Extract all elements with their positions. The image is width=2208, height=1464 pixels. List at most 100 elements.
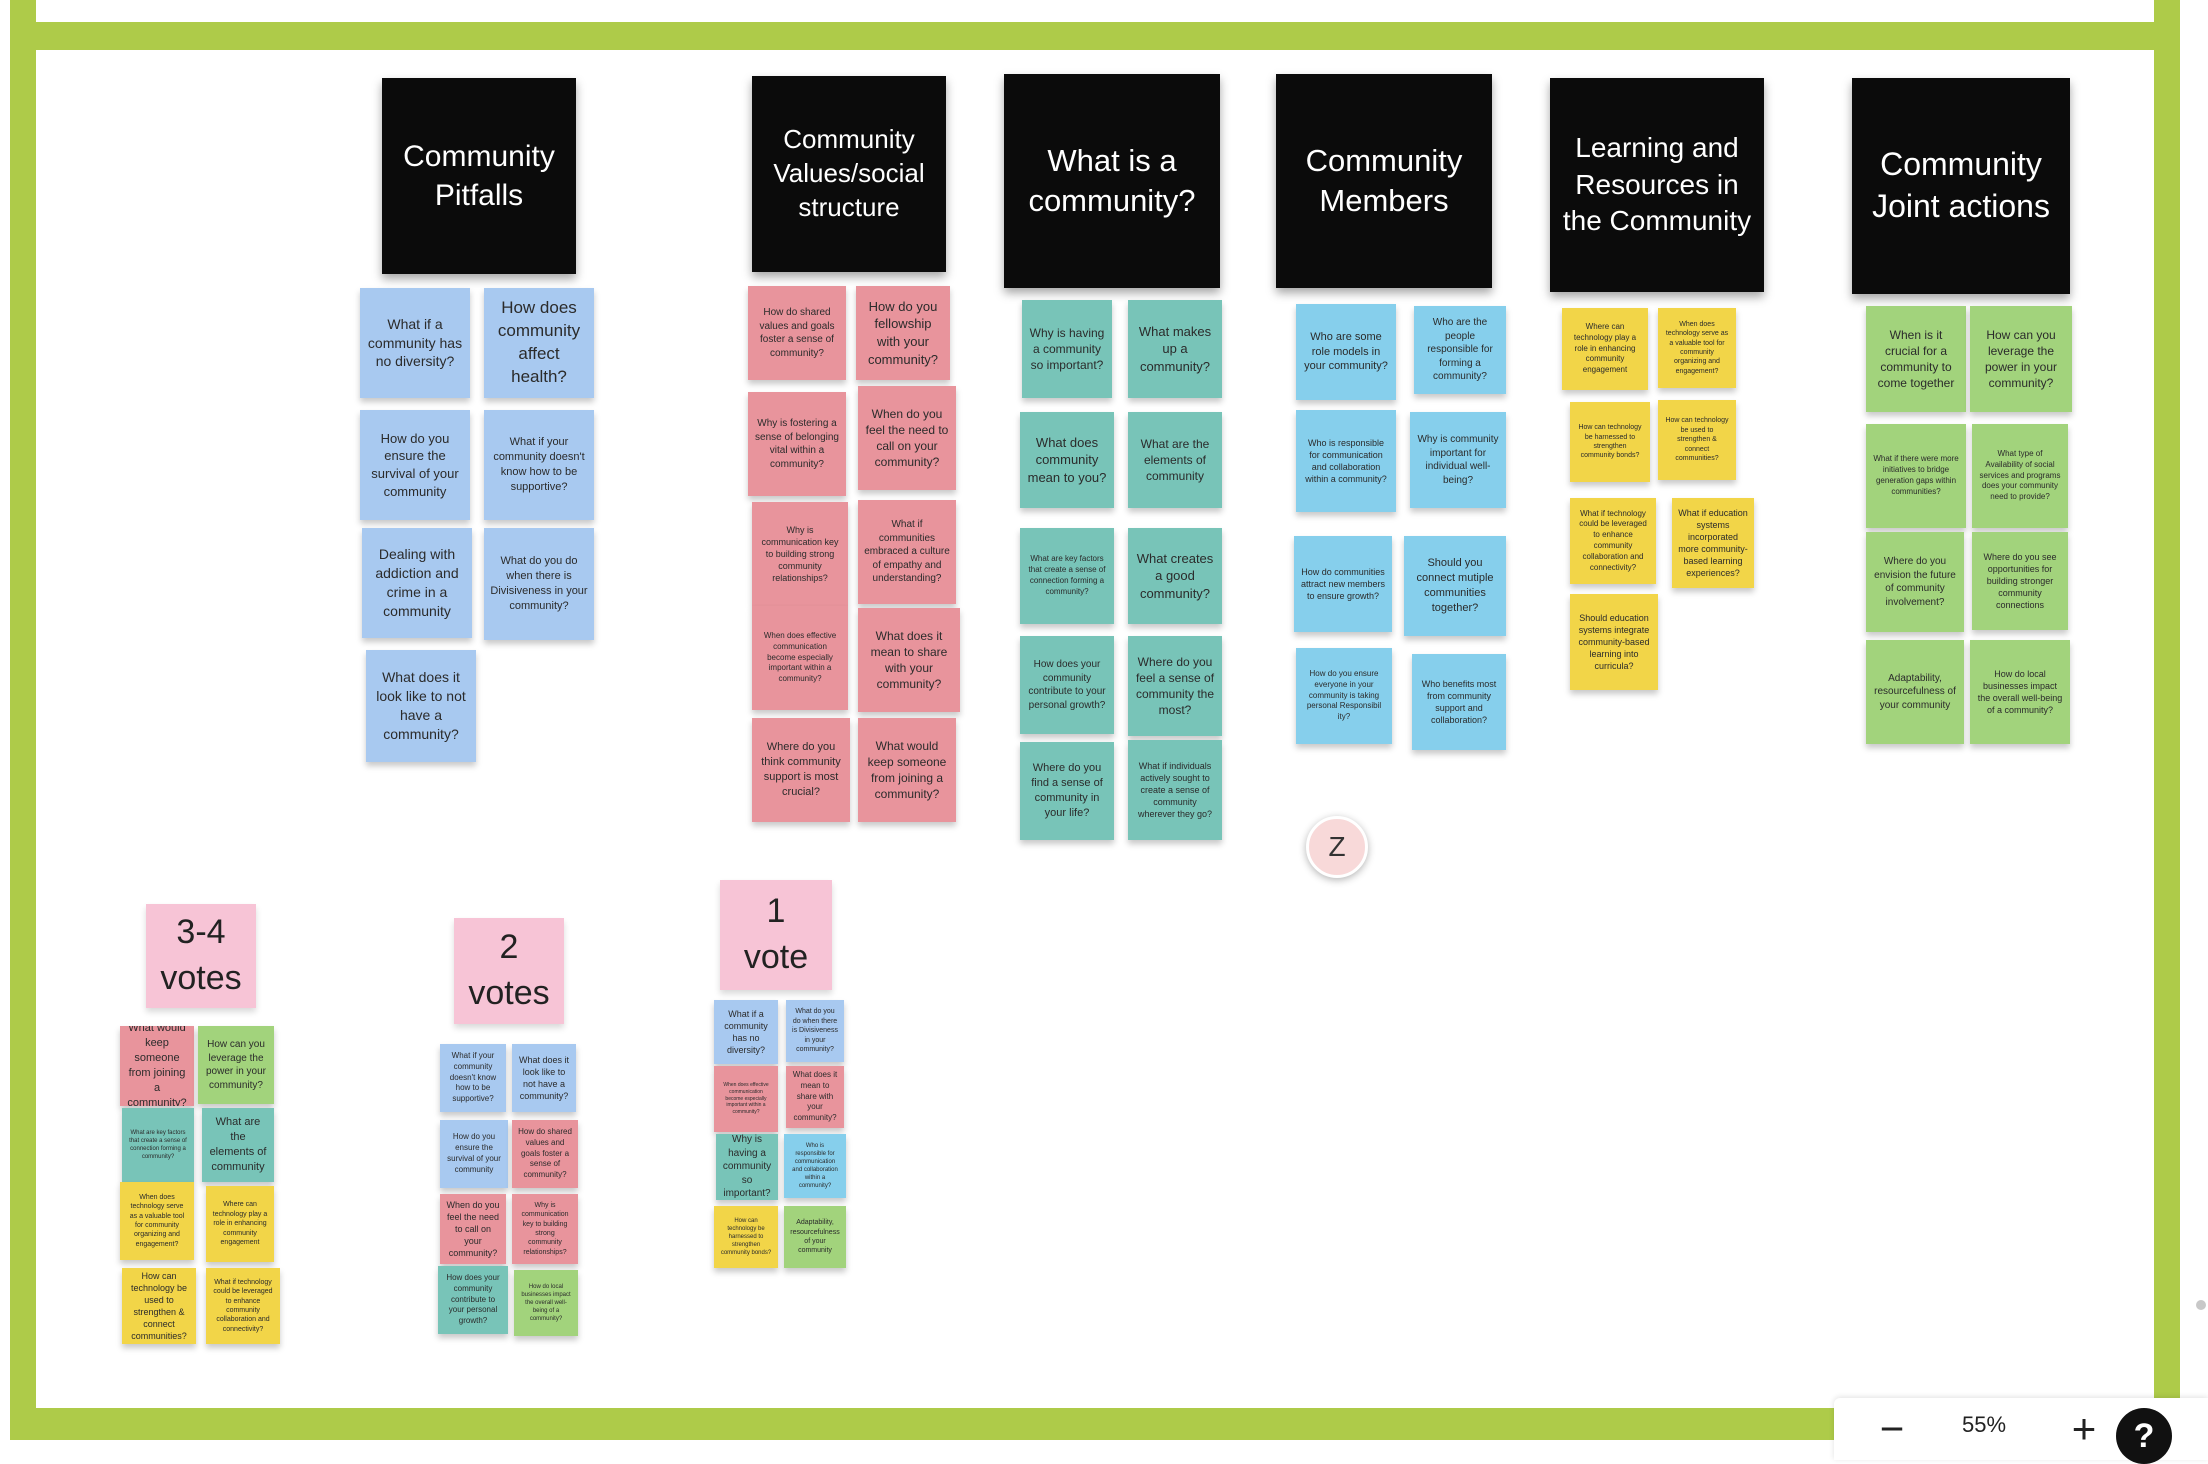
vote-note-how-do-you-ensure-the-survival-of-your-c[interactable]: How do you ensure the survival of your c… bbox=[440, 1120, 508, 1188]
vote-note-when-do-you-feel-the-need-to-call-on-you[interactable]: When do you feel the need to call on you… bbox=[440, 1194, 506, 1264]
sticky-note-when-do-you-feel-the-need-to-call-on-you[interactable]: When do you feel the need to call on you… bbox=[858, 386, 956, 490]
sticky-note-what-if-education-systems-incorporated-m[interactable]: What if education systems incorporated m… bbox=[1672, 498, 1754, 588]
header-note-joint-actions[interactable]: Community Joint actions bbox=[1852, 78, 2070, 294]
sticky-note-how-do-you-ensure-the-survival-of-your-c[interactable]: How do you ensure the survival of your c… bbox=[360, 410, 470, 520]
header-note-community-values[interactable]: Community Values/social structure bbox=[752, 76, 946, 272]
sticky-note-what-are-key-factors-that-create-a-sense[interactable]: What are key factors that create a sense… bbox=[1020, 528, 1114, 624]
sticky-note-where-do-you-find-a-sense-of-community-i[interactable]: Where do you find a sense of community i… bbox=[1020, 742, 1114, 840]
sticky-note-what-does-community-mean-to-you[interactable]: What does community mean to you? bbox=[1020, 412, 1114, 508]
zoom-in-button[interactable]: + bbox=[2056, 1401, 2112, 1457]
sticky-note-text: How do you fellowship with your communit… bbox=[867, 298, 939, 367]
vote-note-what-if-your-community-doesn-t-know-how-[interactable]: What if your community doesn't know how … bbox=[440, 1044, 506, 1112]
vote-note-why-is-communication-key-to-building-str[interactable]: Why is communication key to building str… bbox=[512, 1194, 578, 1264]
vote-note-what-does-it-mean-to-share-with-your-com[interactable]: What does it mean to share with your com… bbox=[786, 1066, 844, 1128]
sticky-note-how-do-you-ensure-everyone-in-your-commu[interactable]: How do you ensure everyone in your commu… bbox=[1296, 648, 1392, 744]
sticky-note-text: How do you ensure the survival of your c… bbox=[447, 1132, 501, 1174]
sticky-note-what-if-there-were-more-initiatives-to-b[interactable]: What if there were more initiatives to b… bbox=[1866, 424, 1966, 528]
vote-note-what-are-the-elements-of-community[interactable]: What are the elements of community bbox=[202, 1108, 274, 1182]
vote-note-what-would-keep-someone-from-joining-a-c[interactable]: What would keep someone from joining a c… bbox=[120, 1026, 194, 1106]
vote-header-label: 1 vote bbox=[743, 892, 809, 976]
sticky-note-where-do-you-feel-a-sense-of-community-t[interactable]: Where do you feel a sense of community t… bbox=[1128, 636, 1222, 736]
vote-note-how-can-you-leverage-the-power-in-your-c[interactable]: How can you leverage the power in your c… bbox=[198, 1026, 274, 1104]
sticky-note-when-does-technology-serve-as-a-valuable[interactable]: When does technology serve as a valuable… bbox=[1658, 308, 1736, 388]
header-note-community-pitfalls[interactable]: Community Pitfalls bbox=[382, 78, 576, 274]
sticky-note-when-is-it-crucial-for-a-community-to-co[interactable]: When is it crucial for a community to co… bbox=[1866, 306, 1966, 412]
sticky-note-where-can-technology-play-a-role-in-enha[interactable]: Where can technology play a role in enha… bbox=[1562, 308, 1648, 390]
vote-note-what-are-key-factors-that-create-a-sense[interactable]: What are key factors that create a sense… bbox=[122, 1108, 194, 1182]
help-button[interactable]: ? bbox=[2116, 1408, 2172, 1464]
vote-header-votes-3-4[interactable]: 3-4 votes bbox=[146, 904, 256, 1008]
header-note-community-members[interactable]: Community Members bbox=[1276, 74, 1492, 288]
sticky-note-who-are-the-people-responsible-for-formi[interactable]: Who are the people responsible for formi… bbox=[1414, 306, 1506, 394]
sticky-note-what-creates-a-good-community[interactable]: What creates a good community? bbox=[1128, 528, 1222, 624]
sticky-note-where-do-you-think-community-support-is-[interactable]: Where do you think community support is … bbox=[752, 718, 850, 822]
sticky-note-when-does-effective-communication-become[interactable]: When does effective communication become… bbox=[752, 606, 848, 710]
header-note-what-is-community[interactable]: What is a community? bbox=[1004, 74, 1220, 288]
zoom-out-button[interactable]: − bbox=[1864, 1401, 1920, 1457]
header-note-learning-resources[interactable]: Learning and Resources in the Community bbox=[1550, 78, 1764, 292]
vote-note-where-can-technology-play-a-role-in-enha[interactable]: Where can technology play a role in enha… bbox=[206, 1186, 274, 1262]
sticky-note-text: Who are some role models in your communi… bbox=[1304, 330, 1388, 373]
sticky-note-why-is-having-a-community-so-important[interactable]: Why is having a community so important? bbox=[1022, 300, 1112, 398]
sticky-note-how-can-technology-be-used-to-strengthen[interactable]: How can technology be used to strengthen… bbox=[1658, 400, 1736, 480]
sticky-note-how-do-shared-values-and-goals-foster-a-[interactable]: How do shared values and goals foster a … bbox=[748, 286, 846, 380]
vote-note-when-does-effective-communication-become[interactable]: When does effective communication become… bbox=[714, 1066, 778, 1132]
question-mark-icon: ? bbox=[2133, 1416, 2155, 1455]
vote-note-how-can-technology-be-harnessed-to-stren[interactable]: How can technology be harnessed to stren… bbox=[714, 1206, 778, 1268]
sticky-note-how-do-you-fellowship-with-your-communit[interactable]: How do you fellowship with your communit… bbox=[856, 286, 950, 380]
sticky-note-who-is-responsible-for-communication-and[interactable]: Who is responsible for communication and… bbox=[1296, 410, 1396, 512]
vote-header-votes-1[interactable]: 1 vote bbox=[720, 880, 832, 990]
sticky-note-where-do-you-envision-the-future-of-comm[interactable]: Where do you envision the future of comm… bbox=[1866, 532, 1964, 632]
sticky-note-text: Who is responsible for communication and… bbox=[792, 1142, 838, 1190]
sticky-note-what-would-keep-someone-from-joining-a-c[interactable]: What would keep someone from joining a c… bbox=[858, 718, 956, 822]
sticky-note-how-does-community-affect-health[interactable]: How does community affect health? bbox=[484, 288, 594, 398]
sticky-note-what-are-the-elements-of-community[interactable]: What are the elements of community bbox=[1128, 412, 1222, 508]
sticky-note-who-are-some-role-models-in-your-communi[interactable]: Who are some role models in your communi… bbox=[1296, 304, 1396, 400]
vote-header-votes-2[interactable]: 2 votes bbox=[454, 918, 564, 1024]
sticky-note-what-type-of-availability-of-social-serv[interactable]: What type of Availability of social serv… bbox=[1972, 424, 2068, 528]
sticky-note-what-does-it-look-like-to-not-have-a-com[interactable]: What does it look like to not have a com… bbox=[366, 650, 476, 762]
vote-note-how-can-technology-be-used-to-strengthen[interactable]: How can technology be used to strengthen… bbox=[122, 1268, 196, 1344]
sticky-note-adaptability-resourcefulness-of-your-com[interactable]: Adaptability, resourcefulness of your co… bbox=[1866, 640, 1964, 744]
sticky-note-how-can-you-leverage-the-power-in-your-c[interactable]: How can you leverage the power in your c… bbox=[1970, 306, 2072, 412]
sticky-note-should-education-systems-integrate-commu[interactable]: Should education systems integrate commu… bbox=[1570, 594, 1658, 690]
vote-note-why-is-having-a-community-so-important[interactable]: Why is having a community so important? bbox=[716, 1134, 778, 1200]
sticky-note-what-do-you-do-when-there-is-divisivenes[interactable]: What do you do when there is Divisivenes… bbox=[484, 528, 594, 640]
sticky-note-how-does-your-community-contribute-to-yo[interactable]: How does your community contribute to yo… bbox=[1020, 636, 1114, 734]
sticky-note-what-makes-up-a-community[interactable]: What makes up a community? bbox=[1128, 300, 1222, 398]
frame-top-panel bbox=[36, 0, 2156, 22]
sticky-note-what-if-communities-embraced-a-culture-o[interactable]: What if communities embraced a culture o… bbox=[858, 500, 956, 604]
vote-note-adaptability-resourcefulness-of-your-com[interactable]: Adaptability, resourcefulness of your co… bbox=[784, 1206, 846, 1268]
sticky-note-what-if-your-community-doesn-t-know-how-[interactable]: What if your community doesn't know how … bbox=[484, 410, 594, 520]
sticky-note-why-is-community-important-for-individua[interactable]: Why is community important for individua… bbox=[1410, 412, 1506, 508]
sticky-note-who-benefits-most-from-community-support[interactable]: Who benefits most from community support… bbox=[1412, 654, 1506, 750]
sticky-note-what-if-technology-could-be-leveraged-to[interactable]: What if technology could be leveraged to… bbox=[1570, 498, 1656, 584]
sticky-note-why-is-communication-key-to-building-str[interactable]: Why is communication key to building str… bbox=[752, 502, 848, 606]
vote-note-how-do-shared-values-and-goals-foster-a-[interactable]: How do shared values and goals foster a … bbox=[512, 1120, 578, 1188]
vote-note-who-is-responsible-for-communication-and[interactable]: Who is responsible for communication and… bbox=[784, 1134, 846, 1198]
vote-note-what-does-it-look-like-to-not-have-a-com[interactable]: What does it look like to not have a com… bbox=[512, 1044, 576, 1112]
sticky-note-what-if-individuals-actively-sought-to-c[interactable]: What if individuals actively sought to c… bbox=[1128, 740, 1222, 840]
frame-border-left bbox=[10, 0, 36, 1440]
zoom-level[interactable]: 55% bbox=[1961, 1412, 2007, 1437]
sticky-note-why-is-fostering-a-sense-of-belonging-vi[interactable]: Why is fostering a sense of belonging vi… bbox=[748, 392, 846, 496]
header-note-label: What is a community? bbox=[1028, 142, 1196, 218]
sticky-note-how-can-technology-be-harnessed-to-stren[interactable]: How can technology be harnessed to stren… bbox=[1570, 402, 1650, 482]
vote-note-how-does-your-community-contribute-to-yo[interactable]: How does your community contribute to yo… bbox=[438, 1266, 508, 1334]
header-note-label: Community Members bbox=[1305, 142, 1463, 218]
sticky-note-how-do-communities-attract-new-members-t[interactable]: How do communities attract new members t… bbox=[1294, 536, 1392, 632]
vote-note-what-if-technology-could-be-leveraged-to[interactable]: What if technology could be leveraged to… bbox=[206, 1268, 280, 1344]
sticky-note-where-do-you-see-opportunities-for-build[interactable]: Where do you see opportunities for build… bbox=[1972, 532, 2068, 630]
vote-note-what-if-a-community-has-no-diversity[interactable]: What if a community has no diversity? bbox=[714, 1000, 778, 1064]
vote-note-how-do-local-businesses-impact-the-overa[interactable]: How do local businesses impact the overa… bbox=[514, 1270, 578, 1336]
scroll-indicator[interactable] bbox=[2196, 1300, 2206, 1310]
vote-note-when-does-technology-serve-as-a-valuable[interactable]: When does technology serve as a valuable… bbox=[120, 1182, 194, 1260]
sticky-note-how-do-local-businesses-impact-the-overa[interactable]: How do local businesses impact the overa… bbox=[1970, 640, 2070, 744]
collaborator-avatar[interactable]: Z bbox=[1306, 816, 1368, 878]
sticky-note-should-you-connect-mutiple-communities-t[interactable]: Should you connect mutiple communities t… bbox=[1404, 536, 1506, 636]
vote-note-what-do-you-do-when-there-is-divisivenes[interactable]: What do you do when there is Divisivenes… bbox=[786, 1000, 844, 1062]
sticky-note-what-does-it-mean-to-share-with-your-com[interactable]: What does it mean to share with your com… bbox=[858, 608, 960, 712]
sticky-note-what-if-a-community-has-no-diversity[interactable]: What if a community has no diversity? bbox=[360, 288, 470, 398]
sticky-note-dealing-with-addiction-and-crime-in-a-co[interactable]: Dealing with addiction and crime in a co… bbox=[362, 528, 472, 638]
